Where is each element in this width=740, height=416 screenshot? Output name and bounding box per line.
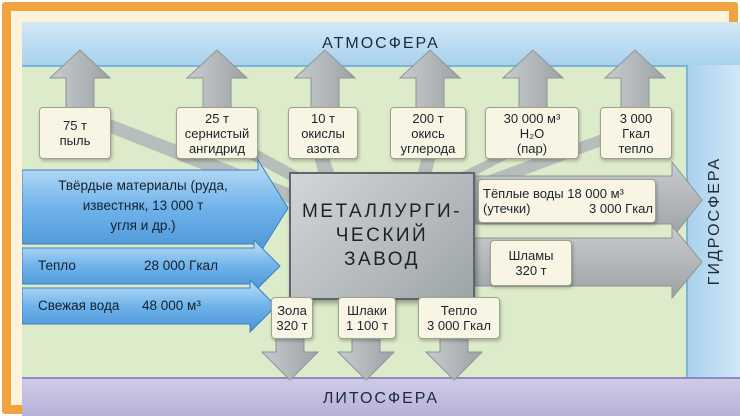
input-solids-line2: известняк, 13 000 т	[82, 198, 204, 213]
emission-amount: 3 000	[619, 110, 653, 126]
arrow-solids	[22, 158, 289, 258]
emission-substance: пыль	[59, 133, 91, 148]
ash-amount: 320 т	[276, 318, 308, 333]
input-arrows	[22, 158, 289, 334]
sludge-label: Шламы	[508, 248, 554, 263]
emission-box-heat: 3 000 Гкал тепло	[600, 107, 672, 159]
emission-substance: окислы	[301, 125, 345, 141]
slag-label: Шлаки	[347, 303, 387, 318]
warm-water-box: Тёплые воды 18 000 м³ (утечки) 3 000 Гка…	[478, 179, 656, 223]
emission-amount: 200 т	[412, 110, 444, 126]
metallurgical-plant: МЕТАЛЛУРГИ- ЧЕСКИЙ ЗАВОД	[289, 172, 475, 300]
emission-substance-2: азота	[306, 140, 340, 156]
input-water-value: 48 000 м³	[142, 298, 201, 313]
emission-amount: 10 т	[310, 110, 336, 126]
air-emission-arrows	[48, 49, 667, 133]
input-solids-line3: угля и др.)	[110, 218, 176, 233]
emission-amount: 25 т	[204, 110, 230, 126]
input-water-label: Свежая вода	[38, 298, 120, 313]
warm-water-row: (утечки) 3 000 Гкал	[483, 201, 653, 216]
atmosphere-label: АТМОСФЕРА	[322, 34, 440, 52]
input-heat-value: 28 000 Гкал	[144, 258, 218, 273]
emission-substance: H₂O	[519, 125, 545, 141]
warm-water-title: Тёплые воды 18 000 м³	[483, 186, 624, 201]
plant-title-line2: ЧЕСКИЙ	[335, 225, 429, 246]
emission-substance: сернистый	[184, 125, 250, 141]
arrow-water-input	[22, 278, 277, 334]
ash-label: Зола	[277, 303, 307, 318]
atmosphere-zone: АТМОСФЕРА	[22, 22, 740, 67]
slag-box: Шлаки 1 100 т	[338, 297, 396, 339]
arrow-heat-input	[22, 238, 281, 294]
emission-substance-2: тепло	[618, 140, 654, 156]
plant-title-line3: ЗАВОД	[344, 249, 420, 270]
sludge-box: Шламы 320 т	[490, 240, 572, 286]
emission-box-co: 200 т окись углерода	[390, 107, 466, 159]
emission-amount: 30 000 м³	[503, 110, 561, 126]
diagram-canvas: АТМОСФЕРА ГИДРОСФЕРА ЛИТОСФЕРА	[22, 22, 740, 416]
emission-box-nox: 10 т окислы азота	[288, 107, 358, 159]
hydrosphere-zone: ГИДРОСФЕРА	[686, 65, 740, 377]
warm-water-heat: 3 000 Гкал	[589, 201, 653, 216]
slag-amount: 1 100 т	[345, 318, 389, 333]
emission-substance-2: углерода	[400, 140, 456, 156]
emission-substance: Гкал	[622, 125, 650, 141]
ash-box: Зола 320 т	[271, 297, 313, 339]
input-heat-label: Тепло	[38, 258, 76, 273]
emission-box-dust: 75 т пыль	[39, 107, 111, 159]
plant-title-line1: МЕТАЛЛУРГИ-	[301, 201, 463, 222]
ground-heat-amount: 3 000 Гкал	[427, 318, 491, 333]
emission-substance: окись	[411, 125, 445, 141]
lithosphere-label: ЛИТОСФЕРА	[322, 389, 440, 407]
emission-substance-2: ангидрид	[188, 140, 246, 156]
lithosphere-zone: ЛИТОСФЕРА	[22, 377, 740, 416]
emission-substance-2: (пар)	[516, 140, 548, 156]
ground-heat-box: Тепло 3 000 Гкал	[418, 297, 500, 339]
emission-amount: 75 т	[62, 118, 88, 133]
input-solids-text: Твёрдые материалы (руда, известняк, 13 0…	[30, 176, 256, 236]
emission-box-steam: 30 000 м³ H₂O (пар)	[485, 107, 579, 159]
input-solids-line1: Твёрдые материалы (руда,	[58, 178, 228, 193]
ground-heat-label: Тепло	[440, 303, 478, 318]
warm-water-label: (утечки)	[483, 201, 531, 216]
emission-box-so2: 25 т сернистый ангидрид	[176, 107, 258, 159]
sludge-amount: 320 т	[515, 263, 547, 278]
